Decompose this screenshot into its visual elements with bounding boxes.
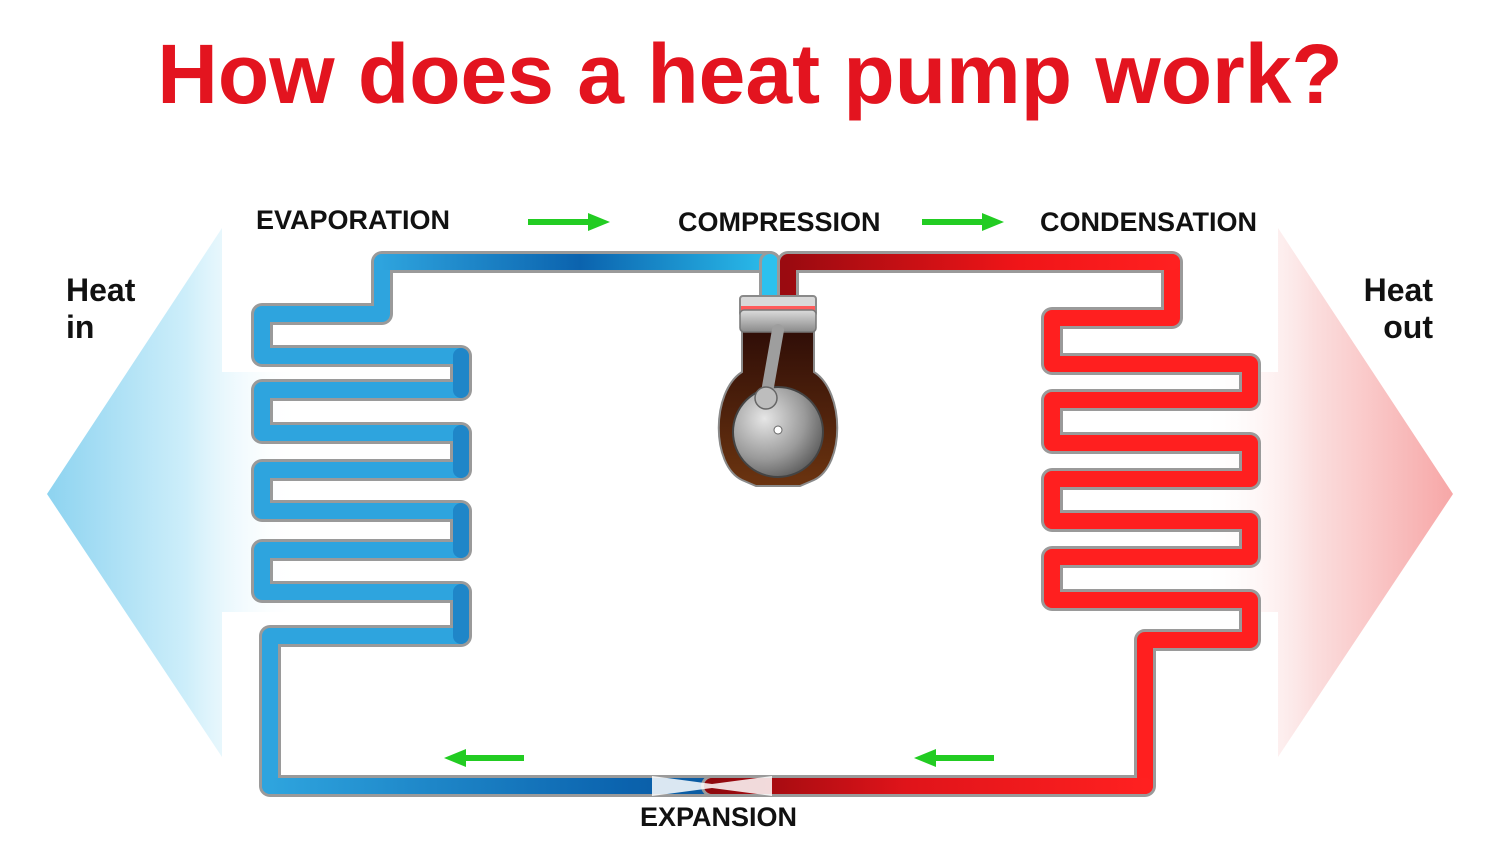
condenser-coil bbox=[701, 251, 1261, 797]
flow-arrow-left-1 bbox=[444, 749, 524, 767]
heat-out-arrow bbox=[1200, 228, 1453, 757]
flow-arrow-right-2 bbox=[922, 213, 1004, 231]
label-condensation: CONDENSATION bbox=[1040, 207, 1257, 237]
label-compression: COMPRESSION bbox=[678, 207, 881, 237]
expansion-valve bbox=[652, 776, 772, 796]
label-expansion: EXPANSION bbox=[640, 802, 797, 832]
label-heat-in-line2: in bbox=[66, 309, 94, 345]
flow-arrow-right-1 bbox=[528, 213, 610, 231]
label-heat-in-line1: Heat bbox=[66, 272, 136, 308]
page-title: How does a heat pump work? bbox=[157, 27, 1343, 121]
heat-in-arrow bbox=[47, 228, 300, 757]
label-heat-out-line2: out bbox=[1383, 309, 1433, 345]
label-evaporation: EVAPORATION bbox=[256, 205, 450, 235]
label-heat-out-line1: Heat bbox=[1364, 272, 1434, 308]
compressor bbox=[717, 295, 839, 487]
evaporator-coil bbox=[251, 251, 781, 797]
flow-arrow-left-2 bbox=[914, 749, 994, 767]
